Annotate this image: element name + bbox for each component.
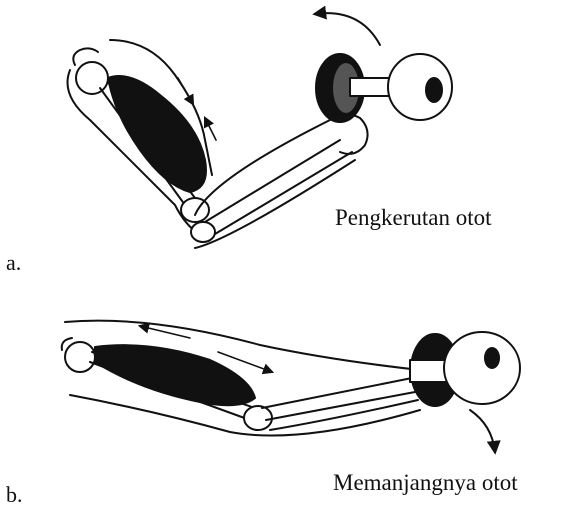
panel-label-b: b. [6, 482, 23, 508]
lower-direction-arrow [470, 410, 495, 452]
biceps-contracted [108, 76, 206, 192]
caption-contraction: Pengkerutan otot [335, 205, 492, 231]
shoulder-joint-b [62, 338, 95, 372]
shoulder-joint-a [73, 48, 108, 94]
panel-b-arm-illustration [62, 321, 520, 452]
dumbbell-b [410, 332, 520, 406]
dumbbell-a [316, 54, 452, 122]
caption-lengthening: Memanjangnya otot [333, 470, 518, 496]
contraction-arrow-1 [178, 78, 193, 104]
forearm-b [262, 378, 418, 430]
lift-direction-arrow [315, 13, 380, 45]
biceps-elongated [95, 345, 255, 405]
contraction-arrow-2 [205, 118, 216, 140]
panel-label-a: a. [6, 250, 21, 276]
